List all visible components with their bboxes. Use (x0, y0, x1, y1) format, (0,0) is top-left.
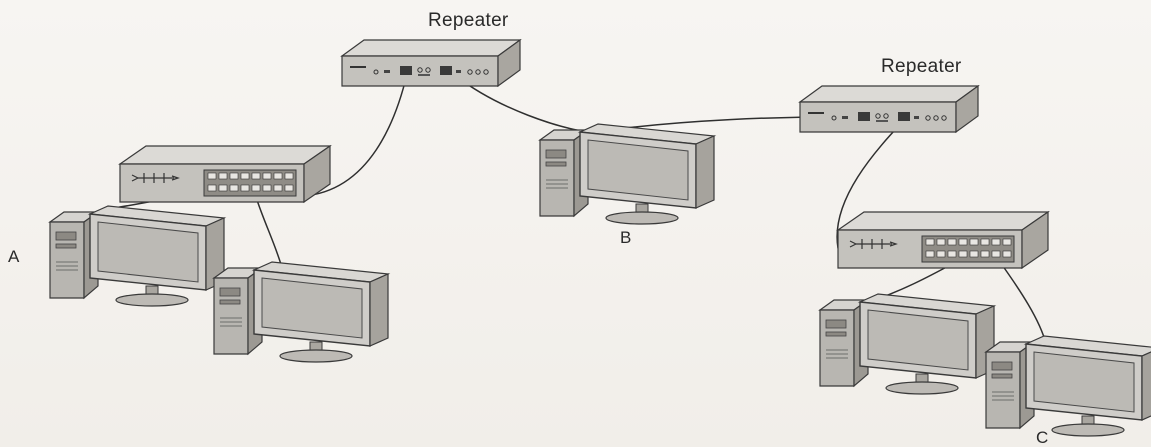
hub-right (837, 211, 1049, 269)
repeater-right (799, 85, 979, 133)
computer-c (985, 335, 1151, 437)
hub-left (119, 145, 331, 203)
node-b-label: B (620, 228, 632, 247)
cable-repeater-left-to-hub-left (303, 73, 408, 197)
computer-b (539, 123, 715, 225)
repeater-left (341, 39, 521, 87)
computer-right-3 (819, 293, 995, 395)
cable-hub-left-to-computer-2 (255, 196, 283, 269)
cable-hub-right-to-computer-c (999, 261, 1047, 345)
node-c-label: C (1036, 428, 1049, 447)
repeater-left-label: Repeater (428, 10, 509, 31)
repeater-right-label: Repeater (881, 56, 962, 77)
computer-a (49, 205, 225, 307)
node-a-label: A (8, 247, 20, 266)
computer-left-2 (213, 261, 389, 363)
